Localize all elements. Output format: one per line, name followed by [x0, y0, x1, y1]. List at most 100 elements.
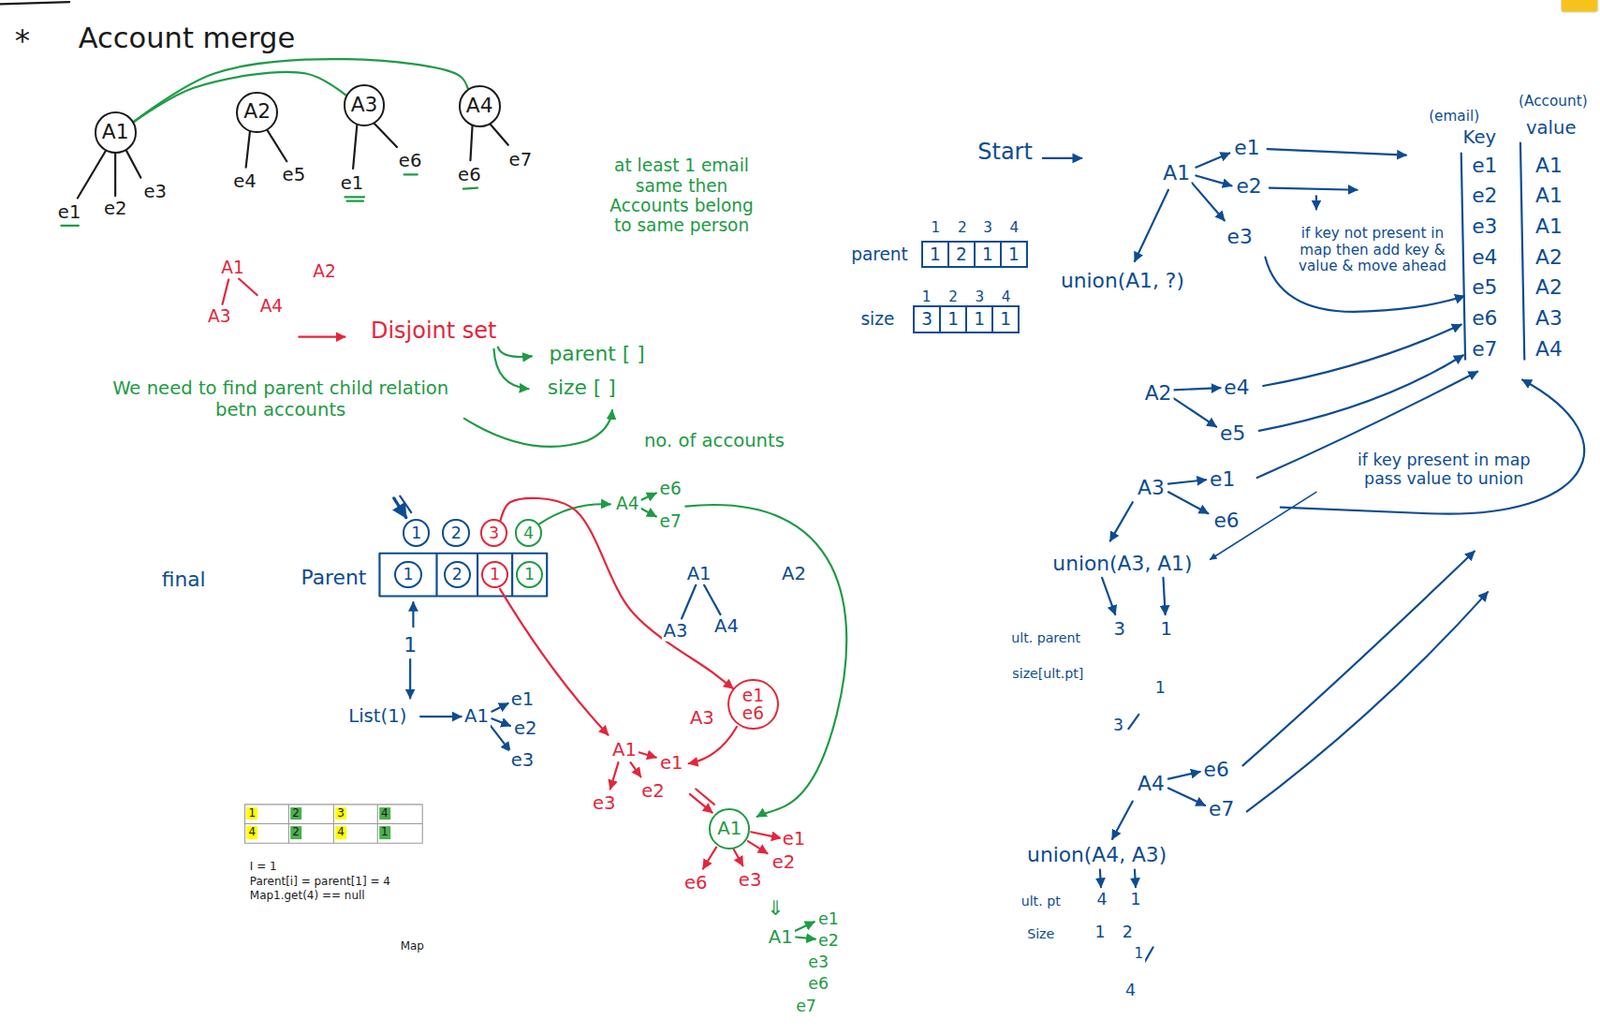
handwritten-note: e5	[280, 164, 309, 187]
handwritten-note: 2	[1120, 922, 1135, 941]
handwritten-note: Start	[975, 140, 1035, 167]
handwritten-note: e7	[793, 996, 819, 1015]
arrow	[1168, 479, 1206, 484]
handwritten-note: Parent	[299, 565, 369, 589]
table-cell: 1	[246, 807, 258, 821]
handwritten-note: e1	[56, 201, 84, 223]
circle-content: 3	[488, 524, 500, 542]
arrow	[1280, 379, 1585, 514]
circle-text: 3	[488, 524, 500, 542]
arrow	[491, 718, 511, 726]
handwritten-note: A1	[1160, 161, 1192, 186]
handwritten-note: Disjoint set	[368, 318, 499, 345]
handwritten-note: A2	[1533, 276, 1565, 300]
circle-content: 2	[451, 524, 462, 542]
arrow	[748, 840, 768, 853]
handwritten-note: size[ult.pt]	[1010, 665, 1086, 681]
handwritten-note: List(1)	[346, 705, 409, 728]
account-circle: A1	[708, 807, 750, 850]
circle-text: 1	[402, 565, 413, 583]
handwritten-note: 3	[1111, 618, 1127, 641]
account-circle: A1	[94, 111, 137, 154]
handwritten-note: A2	[310, 261, 338, 281]
handwritten-note: parent	[849, 245, 911, 265]
circle-content: A2	[243, 101, 271, 123]
handwritten-note: e7	[507, 149, 535, 172]
handwritten-note: A4	[258, 295, 285, 316]
circle-text: 1	[411, 524, 422, 542]
index-circle: 1	[481, 560, 509, 588]
handwritten-note: e6	[806, 973, 831, 993]
handwritten-note: if key present in map pass value to unio…	[1339, 450, 1548, 488]
circle-content: 1	[411, 524, 422, 542]
handwritten-note: e7	[657, 511, 683, 531]
index-circle: 1	[394, 560, 422, 588]
circle-text: A3	[351, 94, 379, 117]
arrow	[464, 410, 613, 447]
handwritten-note: if key not present in map then add key &…	[1293, 225, 1451, 276]
arrow	[489, 724, 511, 751]
handwritten-note: A2	[1533, 245, 1565, 269]
array-box: 1211	[921, 240, 1028, 268]
arrow	[499, 588, 609, 735]
arrow	[409, 659, 412, 698]
circle-text: A2	[243, 101, 271, 123]
arrow	[1247, 591, 1488, 811]
handwritten-note: e2	[816, 930, 841, 950]
handwritten-note: e6	[455, 164, 484, 187]
table-cell: 1	[379, 825, 391, 839]
handwritten-note: 4	[999, 289, 1013, 307]
arrow	[794, 921, 815, 931]
arrow	[1134, 190, 1169, 262]
circle-content: 1	[524, 565, 535, 583]
arrow	[1110, 501, 1133, 541]
handwritten-note: A4	[1135, 772, 1167, 796]
handwritten-note: 4	[1008, 220, 1022, 237]
arrow	[689, 726, 737, 764]
arrow	[298, 336, 345, 338]
handwritten-note: ⇓	[764, 896, 786, 921]
handwritten-note: e6	[396, 150, 425, 173]
handwritten-note: e4	[1221, 376, 1251, 400]
handwritten-note: e3	[141, 181, 169, 204]
handwritten-note: e6	[682, 872, 710, 895]
handwritten-note: e5	[1218, 422, 1248, 446]
arrow	[685, 504, 847, 817]
table-cell: 3	[335, 807, 347, 821]
handwritten-note: union(A1, ?)	[1058, 268, 1187, 293]
handwritten-note: e1	[658, 752, 686, 775]
arrow	[1173, 397, 1217, 427]
handwritten-note: e3	[1469, 214, 1499, 238]
handwritten-note: A4	[1533, 337, 1565, 361]
arrow	[703, 847, 717, 869]
handwritten-note: e2	[102, 198, 130, 221]
handwritten-note: A1	[766, 925, 795, 948]
array-cell: 1	[973, 242, 1000, 266]
array-cell: 1	[939, 307, 966, 331]
circle-content: 4	[523, 524, 534, 542]
handwritten-note: ult. parent	[1009, 630, 1083, 646]
circle-content: 1	[489, 565, 500, 583]
handwritten-note: e6	[1211, 508, 1241, 532]
circle-content: 2	[452, 565, 463, 583]
handwritten-note: 1	[1159, 618, 1175, 641]
handwritten-note: A3	[1533, 307, 1565, 331]
account-circle: e1e6	[727, 678, 778, 730]
handwritten-note: e2	[1469, 184, 1499, 208]
handwritten-note: e3	[736, 868, 764, 891]
corner-tab	[1561, 0, 1599, 13]
handwritten-note: A2	[1143, 381, 1175, 405]
top-rule	[0, 1, 70, 4]
handwritten-note: e2	[512, 718, 540, 740]
arrow	[1100, 869, 1101, 888]
arrow	[1267, 148, 1407, 156]
arrow	[610, 762, 619, 789]
handwritten-note: A4	[712, 616, 741, 638]
circle-content: A4	[466, 95, 494, 118]
arrow	[1262, 324, 1461, 386]
handwritten-note: 2	[946, 289, 960, 307]
handwritten-note: 1	[1092, 922, 1107, 941]
arrow	[420, 715, 462, 718]
circle-content: A3	[351, 94, 379, 117]
